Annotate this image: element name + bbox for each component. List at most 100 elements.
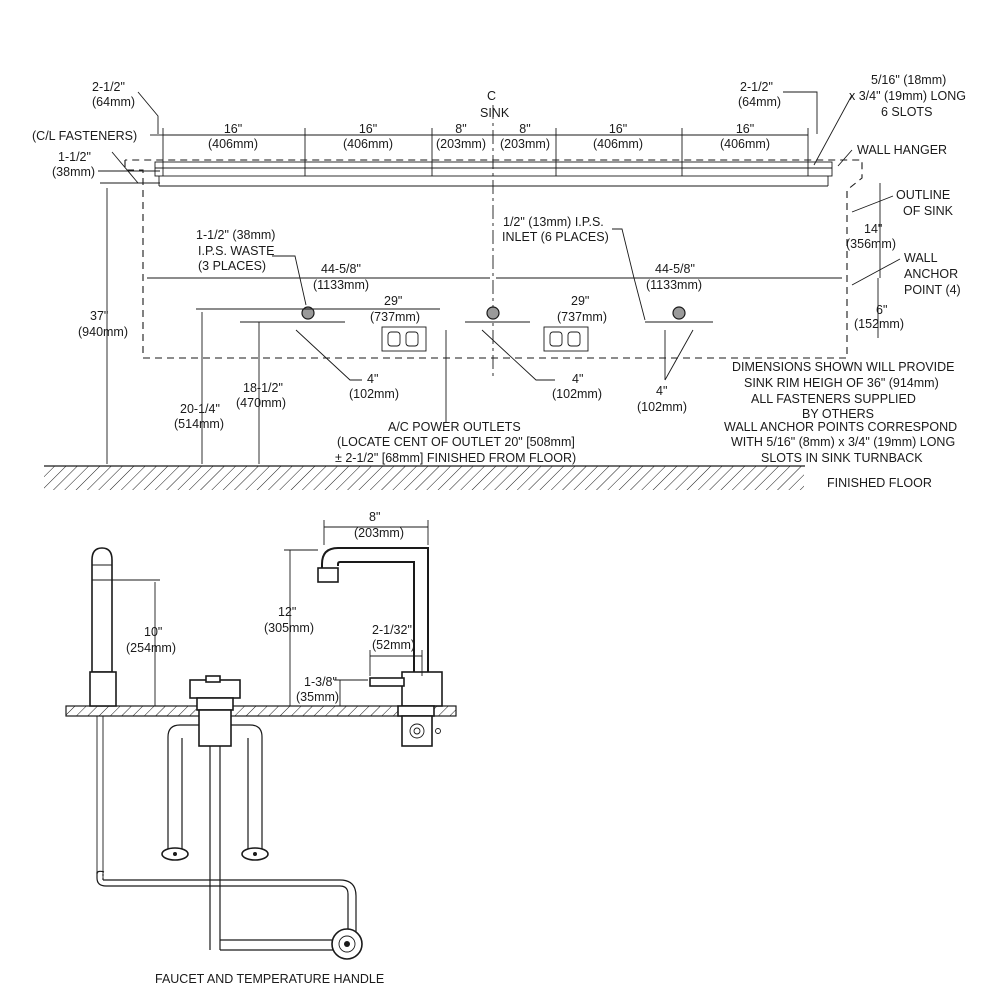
spacing-1-in: 16" xyxy=(224,122,242,136)
outlet-spacing-right-in: 29" xyxy=(571,294,589,308)
inlet-spacing-3-in: 4" xyxy=(656,384,667,398)
elevation-view: 10" (254mm) xyxy=(65,510,457,986)
height-waste-in: 20-1/4" xyxy=(180,402,220,416)
inlet-spacing-2-in: 4" xyxy=(572,372,583,386)
top-right-offset-mm: (64mm) xyxy=(738,95,781,109)
spacing-2-mm: (406mm) xyxy=(343,137,393,151)
spacing-1-mm: (406mm) xyxy=(208,137,258,151)
inlet-spacing-1-mm: (102mm) xyxy=(349,387,399,401)
finished-floor-label: FINISHED FLOOR xyxy=(827,476,932,490)
top-left-offset-mm: (64mm) xyxy=(92,95,135,109)
ac-power-1: A/C POWER OUTLETS xyxy=(388,420,521,434)
waste-drain-right xyxy=(672,306,686,320)
sink-outline xyxy=(124,159,863,359)
note-4: BY OTHERS xyxy=(802,407,874,421)
note-5: WALL ANCHOR POINTS CORRESPOND xyxy=(724,420,957,434)
anchor-height-in: 6" xyxy=(876,303,887,317)
top-left-offset-in: 2-1/2" xyxy=(92,80,125,94)
wall-hanger-label: WALL HANGER xyxy=(857,143,947,157)
anchor-height-mm: (152mm) xyxy=(854,317,904,331)
note-2: SINK RIM HEIGH OF 36" (914mm) xyxy=(744,376,939,390)
finished-floor xyxy=(44,465,805,490)
wall-hanger-bar xyxy=(154,161,833,187)
thermostatic-valve xyxy=(161,675,269,950)
spout-reach-mm: (203mm) xyxy=(354,526,404,540)
faucet-spout xyxy=(317,547,443,747)
slots-note-3: 6 SLOTS xyxy=(881,105,932,119)
elevation-caption: FAUCET AND TEMPERATURE HANDLE xyxy=(155,972,384,986)
slots-note-1: 5/16" (18mm) xyxy=(871,73,946,87)
hanger-slots xyxy=(162,162,809,176)
soap-height-mm: (254mm) xyxy=(126,641,176,655)
handle-length-in: 2-1/32" xyxy=(372,623,412,637)
spacing-5-in: 16" xyxy=(609,122,627,136)
slots-note-2: x 3/4" (19mm) LONG xyxy=(849,89,966,103)
wall-anchor-3: POINT (4) xyxy=(904,283,961,297)
spacing-labels: 16" (406mm) 16" (406mm) 8" (203mm) 8" (2… xyxy=(208,122,770,151)
waste-drain-left xyxy=(301,306,315,320)
cl-fasteners: (C/L FASTENERS) xyxy=(32,129,137,143)
wall-anchor-2: ANCHOR xyxy=(904,267,958,281)
spacing-3-mm: (203mm) xyxy=(436,137,486,151)
centerline-symbol: C xyxy=(487,89,496,103)
power-outlet-right xyxy=(543,326,589,352)
spout-height-mm: (305mm) xyxy=(264,621,314,635)
plan-view: C SINK 16" (406mm) 16" (406mm) 8" (203mm… xyxy=(32,73,966,490)
waste-label-1: 1-1/2" (38mm) xyxy=(196,228,275,242)
spacing-3-in: 8" xyxy=(455,122,466,136)
height-total-in: 37" xyxy=(90,309,108,323)
top-right-leader xyxy=(783,91,818,134)
counter-slab xyxy=(65,705,457,717)
outlet-spacing-left-mm: (737mm) xyxy=(370,310,420,324)
spacing-4-in: 8" xyxy=(519,122,530,136)
ac-power-2: (LOCATE CENT OF OUTLET 20" [508mm] xyxy=(337,435,575,449)
notes-block: DIMENSIONS SHOWN WILL PROVIDE SINK RIM H… xyxy=(724,360,957,465)
outline-label-1: OUTLINE xyxy=(896,188,950,202)
left-edge-offset-in: 1-1/2" xyxy=(58,150,91,164)
handle-length-mm: (52mm) xyxy=(372,638,415,652)
spout-height-in: 12" xyxy=(278,605,296,619)
spacing-4-mm: (203mm) xyxy=(500,137,550,151)
power-outlet-left xyxy=(381,326,427,352)
top-right-offset-in: 2-1/2" xyxy=(740,80,773,94)
spacing-6-mm: (406mm) xyxy=(720,137,770,151)
outline-label-2: OF SINK xyxy=(903,204,954,218)
waste-drain-center xyxy=(486,306,500,320)
outlet-spacing-right-mm: (737mm) xyxy=(557,310,607,324)
handle-height-in: 1-3/8" xyxy=(304,675,337,689)
height-total-mm: (940mm) xyxy=(78,325,128,339)
left-span-mm: (1133mm) xyxy=(313,278,369,292)
drain-pipe xyxy=(96,870,363,960)
soap-dispenser xyxy=(89,547,117,880)
handle-height-mm: (35mm) xyxy=(296,690,339,704)
slots-leader xyxy=(813,94,853,166)
right-span-mm: (1133mm) xyxy=(646,278,702,292)
inlet-label-1: 1/2" (13mm) I.P.S. xyxy=(503,215,604,229)
waste-label-2: I.P.S. WASTE xyxy=(198,244,274,258)
right-span-in: 44-5/8" xyxy=(655,262,695,276)
height-inlet-in: 18-1/2" xyxy=(243,381,283,395)
note-1: DIMENSIONS SHOWN WILL PROVIDE xyxy=(732,360,954,374)
depth-in: 14" xyxy=(864,222,882,236)
depth-mm: (356mm) xyxy=(846,237,896,251)
height-waste-mm: (514mm) xyxy=(174,417,224,431)
inlet-spacing-1-in: 4" xyxy=(367,372,378,386)
inlet-spacing-3-mm: (102mm) xyxy=(637,400,687,414)
ac-power-3: ± 2-1/2" [68mm] FINISHED FROM FLOOR) xyxy=(335,451,576,465)
outlet-spacing-left-in: 29" xyxy=(384,294,402,308)
note-6: WITH 5/16" (8mm) x 3/4" (19mm) LONG xyxy=(731,435,955,449)
spout-reach-in: 8" xyxy=(369,510,380,524)
soap-height-in: 10" xyxy=(144,625,162,639)
note-3: ALL FASTENERS SUPPLIED xyxy=(751,392,916,406)
inlet-label-2: INLET (6 PLACES) xyxy=(502,230,609,244)
wall-anchor-1: WALL xyxy=(904,251,938,265)
inlet-spacing-2-mm: (102mm) xyxy=(552,387,602,401)
left-edge-offset-mm: (38mm) xyxy=(52,165,95,179)
spacing-6-in: 16" xyxy=(736,122,754,136)
spacing-5-mm: (406mm) xyxy=(593,137,643,151)
note-7: SLOTS IN SINK TURNBACK xyxy=(761,451,923,465)
height-inlet-mm: (470mm) xyxy=(236,396,286,410)
spacing-2-in: 16" xyxy=(359,122,377,136)
centerline-label: SINK xyxy=(480,106,510,120)
